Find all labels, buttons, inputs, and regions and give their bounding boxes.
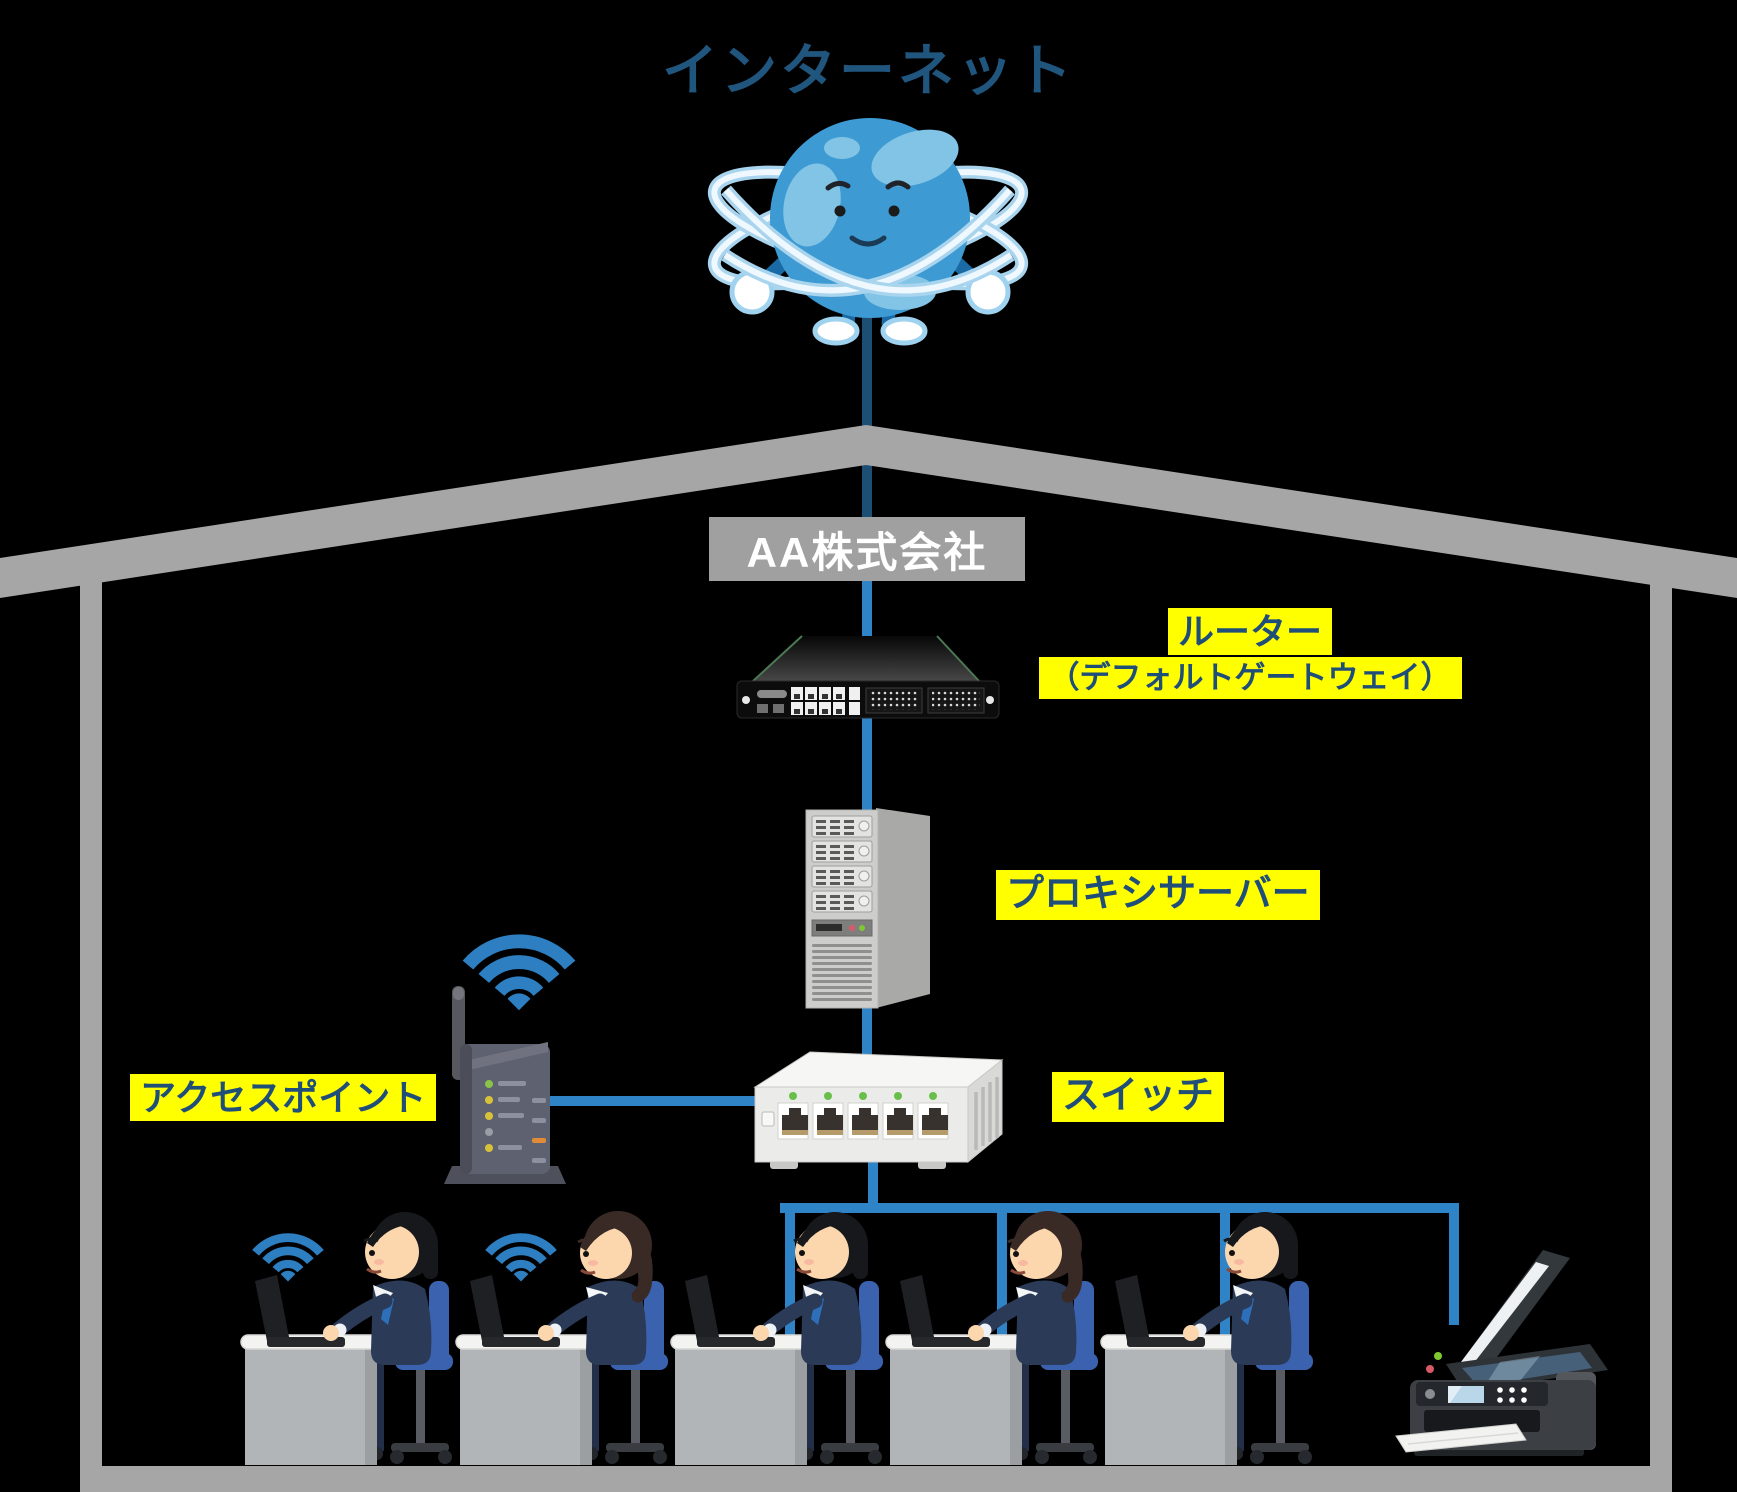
company-label: AA株式会社	[709, 517, 1025, 581]
worker-4-wired-laptop	[886, 1211, 1098, 1465]
switch-icon	[753, 1051, 1004, 1169]
proxy-server-label: プロキシサーバー	[996, 870, 1320, 920]
access-point-icon	[444, 986, 566, 1184]
internet-globe-icon	[707, 118, 1029, 346]
switch-label: スイッチ	[1052, 1072, 1225, 1122]
wifi-icon-worker-1	[256, 1238, 321, 1282]
office-building-outline	[0, 425, 1737, 1492]
router-label-line1: ルーター	[1167, 608, 1332, 656]
router-label: ルーター （デフォルトゲートウェイ）	[1035, 608, 1465, 700]
worker-3-wired-laptop	[671, 1212, 883, 1465]
router-icon	[736, 635, 1000, 719]
router-label-line2: （デフォルトゲートウェイ）	[1038, 657, 1462, 700]
uplink-line-internet	[862, 285, 872, 520]
wifi-icon-access-point	[468, 941, 570, 1010]
access-point-label: アクセスポイント	[130, 1074, 437, 1122]
worker-5-wired-laptop	[1101, 1212, 1313, 1465]
proxy-server-icon	[805, 808, 930, 1009]
wifi-icon-worker-2	[489, 1238, 554, 1282]
printer-icon	[1395, 1250, 1608, 1456]
diagram-title: インターネット	[662, 39, 1075, 102]
